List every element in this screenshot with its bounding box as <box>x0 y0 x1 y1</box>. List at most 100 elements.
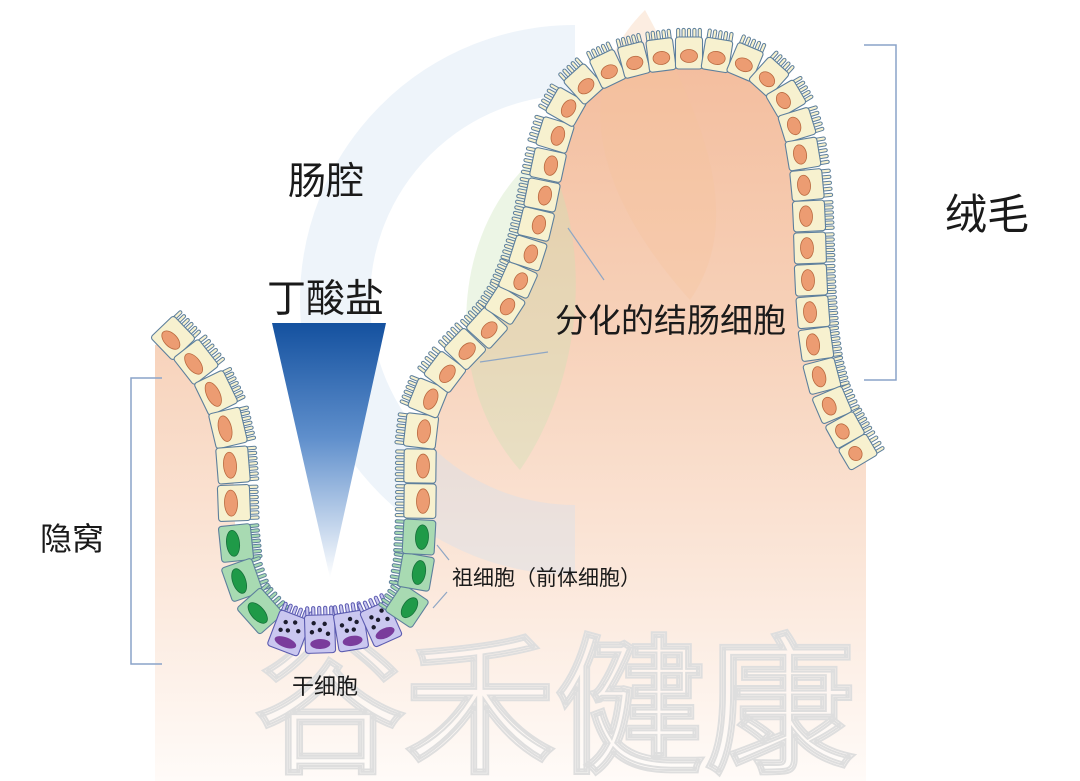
nucleus <box>423 388 439 410</box>
nucleus <box>803 301 817 324</box>
differentiated-colonocyte <box>490 258 538 299</box>
differentiated-colonocyte <box>394 483 437 519</box>
granule <box>339 623 345 628</box>
differentiated-colonocyte <box>825 407 873 449</box>
microvilli <box>417 346 442 375</box>
leader-lines <box>432 227 605 609</box>
differentiated-colonocyte <box>777 105 825 143</box>
villus-label: 绒毛 <box>945 190 1029 239</box>
differentiated-colonocyte <box>793 231 836 265</box>
microvilli <box>460 301 486 328</box>
microvilli <box>769 50 795 75</box>
granule <box>351 627 356 632</box>
differentiated-colonocyte <box>795 294 840 330</box>
stem-cell <box>357 593 403 648</box>
nucleus <box>274 636 297 649</box>
differentiated-colonocyte <box>700 28 734 74</box>
microvilli <box>538 83 560 112</box>
nucleus <box>247 602 268 624</box>
granule <box>347 616 353 622</box>
epithelium <box>150 27 885 657</box>
nucleus <box>801 269 815 292</box>
microvilli <box>558 57 584 82</box>
crypt-bracket <box>130 377 162 665</box>
watermark: 谷禾健康 <box>255 622 855 781</box>
microvilli <box>249 523 263 559</box>
nucleus <box>797 174 811 196</box>
granule <box>379 608 384 613</box>
differentiated-cells-label: 分化的结肠细胞 <box>555 301 786 340</box>
granule <box>278 627 283 632</box>
microvilli <box>438 322 464 349</box>
nucleus <box>600 64 618 80</box>
microvilli <box>825 263 837 295</box>
nucleus <box>537 185 552 206</box>
labels: 肠腔 丁酸盐 绒毛 分化的结肠细胞 隐窝 祖细胞（前体细胞） 干细胞 <box>40 159 1029 700</box>
differentiated-colonocyte <box>615 32 651 79</box>
nucleus <box>161 330 181 350</box>
microvilli <box>615 32 643 49</box>
microvilli <box>676 27 702 38</box>
differentiated-colonocyte <box>812 383 860 424</box>
progenitor-cell <box>393 518 437 556</box>
nucleus <box>543 155 559 176</box>
nucleus <box>400 597 419 619</box>
nucleus <box>799 205 813 227</box>
nucleus <box>231 568 248 594</box>
microvilli <box>238 405 257 442</box>
butyrate-label: 丁酸盐 <box>267 277 384 322</box>
granule <box>325 631 331 636</box>
nucleus <box>626 55 644 70</box>
nucleus <box>416 488 430 514</box>
microvilli <box>250 556 271 592</box>
nucleus <box>652 51 671 65</box>
leader-line-differentiated-upper <box>567 227 605 281</box>
microvilli <box>490 258 510 286</box>
nucleus <box>416 453 430 479</box>
nucleus <box>223 451 237 479</box>
microvilli <box>840 383 860 412</box>
progenitor-cell <box>237 582 289 635</box>
differentiated-colonocyte <box>748 50 795 98</box>
nucleus <box>342 635 363 647</box>
leader-line-differentiated-lower <box>479 351 549 363</box>
granule <box>285 628 291 633</box>
differentiated-colonocyte <box>477 281 526 325</box>
differentiated-colonocyte <box>797 325 843 362</box>
nucleus <box>217 415 233 442</box>
differentiated-colonocyte <box>793 263 837 297</box>
microvilli <box>500 233 518 262</box>
granule <box>354 619 359 625</box>
nucleus <box>224 489 238 517</box>
nucleus <box>821 396 837 416</box>
microvilli <box>508 205 525 234</box>
progenitor-cells-label: 祖细胞（前体细胞） <box>452 566 641 590</box>
nucleus <box>513 272 529 291</box>
microvilli <box>378 579 404 611</box>
differentiated-colonocyte <box>508 205 555 242</box>
microvilli <box>388 551 405 586</box>
differentiated-colonocyte <box>515 176 561 213</box>
stem-cell <box>332 601 369 653</box>
nucleus <box>734 57 753 73</box>
microvilli <box>197 334 225 366</box>
microvilli <box>394 484 406 518</box>
differentiated-colonocyte <box>460 301 508 349</box>
nucleus <box>415 524 429 550</box>
nucleus <box>800 237 814 259</box>
microvilli <box>586 41 614 62</box>
differentiated-colonocyte <box>527 114 575 154</box>
nucleus <box>499 298 516 316</box>
granule <box>292 620 298 625</box>
microvilli <box>305 605 334 617</box>
microvilli <box>527 114 545 144</box>
nucleus <box>411 560 427 585</box>
differentiated-colonocyte <box>726 34 767 82</box>
nucleus <box>707 50 726 65</box>
logo-blue-arc <box>300 25 576 575</box>
differentiated-colonocyte <box>784 136 830 172</box>
granule <box>371 625 376 630</box>
nucleus <box>439 364 456 384</box>
microvilli <box>173 310 201 339</box>
